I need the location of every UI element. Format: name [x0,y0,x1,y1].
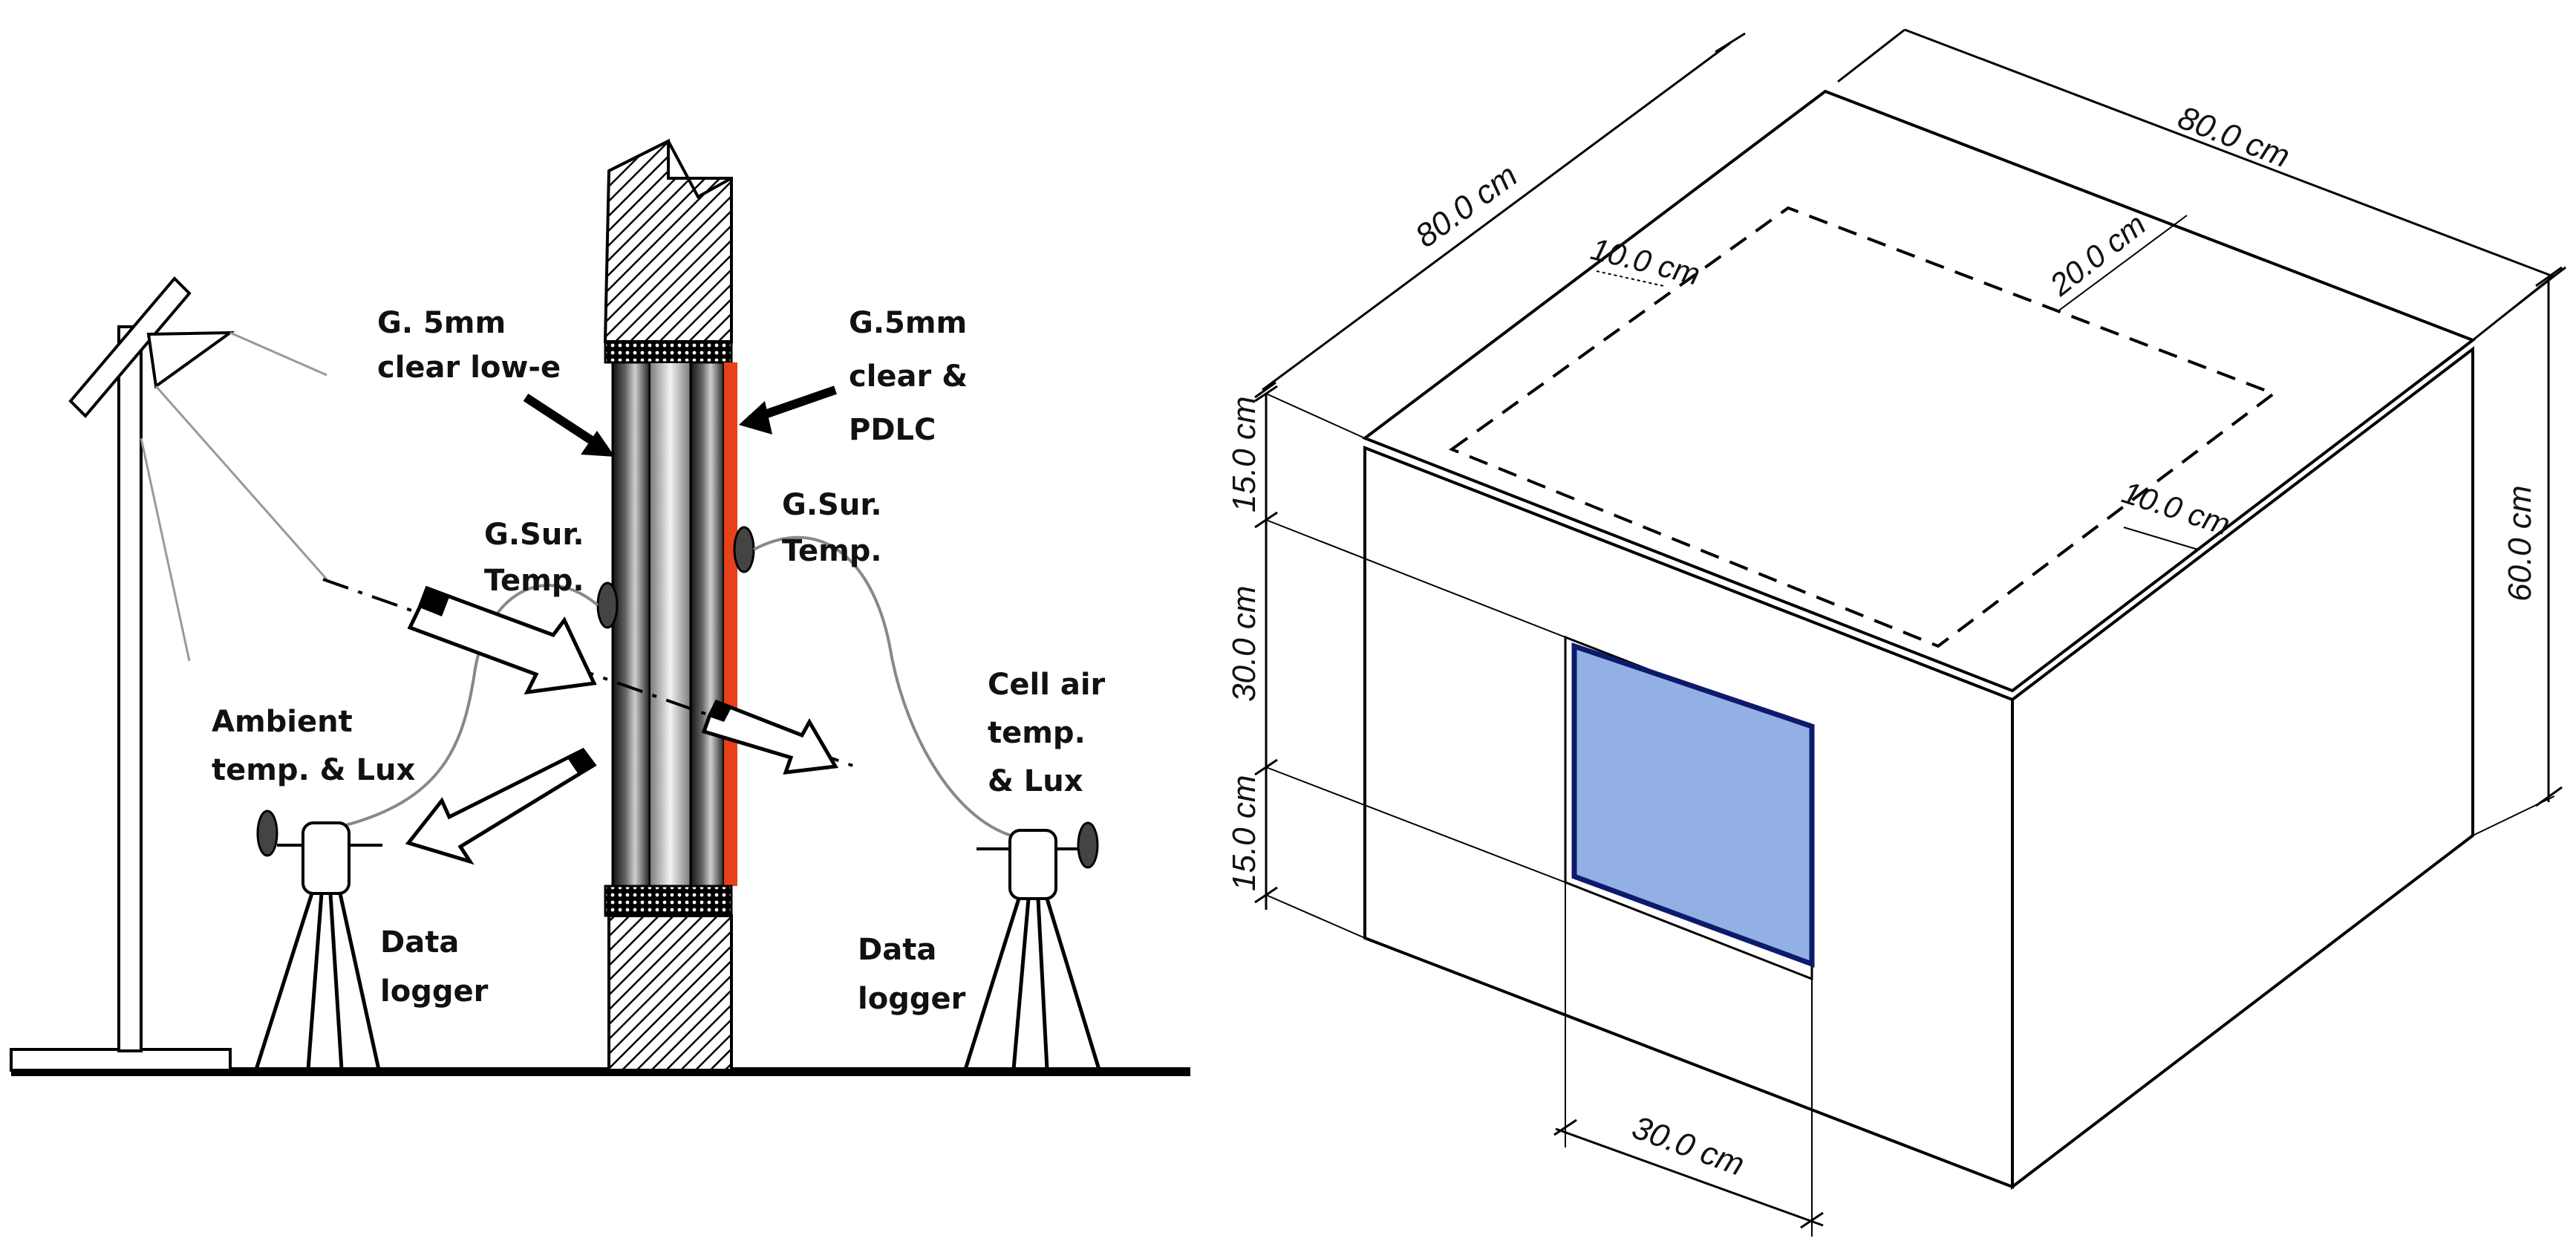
label-glass-inner-2: clear low-e [377,351,561,385]
incident-solar-arrow [407,585,597,695]
roof-opening-outline [1448,206,2277,648]
label-glass-outer-2: clear & [849,359,968,394]
label-surface-temp-left-1: G.Sur. [484,518,584,552]
label-cell-air-2: temp. [988,716,1086,750]
dim-wall-middle: 30.0 cm [1226,585,1262,702]
label-data-logger-left-2: logger [380,974,489,1009]
test-cell-isometric [1254,28,2566,1237]
dim-height: 60.0 cm [2502,485,2538,602]
dim-wall-lower: 15.0 cm [1226,775,1262,891]
label-data-logger-left-1: Data [380,925,459,960]
label-cell-air-1: Cell air [988,668,1106,702]
dim-window-width: 30.0 cm [1628,1109,1750,1183]
label-glass-outer-1: G.5mm [849,306,967,340]
pyranometer-stand [10,276,328,1072]
glazing-assembly [603,138,737,1072]
label-cell-air-3: & Lux [988,764,1083,798]
label-glass-inner-1: G. 5mm [377,306,506,340]
label-ambient-1: Ambient [212,705,353,739]
glass-pane-low-e [611,361,651,888]
window-glass [1571,642,1815,968]
ambient-sensor-tripod [254,810,382,1070]
dim-top-width: 80.0 cm [2173,100,2295,175]
glass-pane-pdlc [689,361,725,888]
dim-wall-upper: 15.0 cm [1226,396,1262,512]
reflected-solar-arrow [405,747,597,865]
test-rig-section: G. 5mm clear low-e G.5mm clear & PDLC G.… [10,138,1190,1076]
label-glass-outer-3: PDLC [849,413,936,447]
label-data-logger-right-2: logger [858,982,966,1016]
surface-temp-sensor-outer [733,526,755,573]
dim-line-top-width [1904,28,2554,278]
transmitted-solar-arrow [701,699,839,775]
label-data-logger-right-1: Data [858,933,936,967]
label-surface-temp-right-1: G.Sur. [782,488,882,522]
dim-line-top-depth [1262,42,1731,391]
surface-temp-sensor-inner [596,582,619,629]
label-surface-temp-right-2: Temp. [782,534,882,568]
dim-top-depth: 80.0 cm [1409,157,1524,255]
cell-sensor-tripod [963,821,1101,1070]
label-surface-temp-left-2: Temp. [484,564,584,598]
label-ambient-2: temp. & Lux [212,753,415,787]
dim-line-window-width [1555,1127,1824,1227]
pdlc-film [724,362,737,886]
